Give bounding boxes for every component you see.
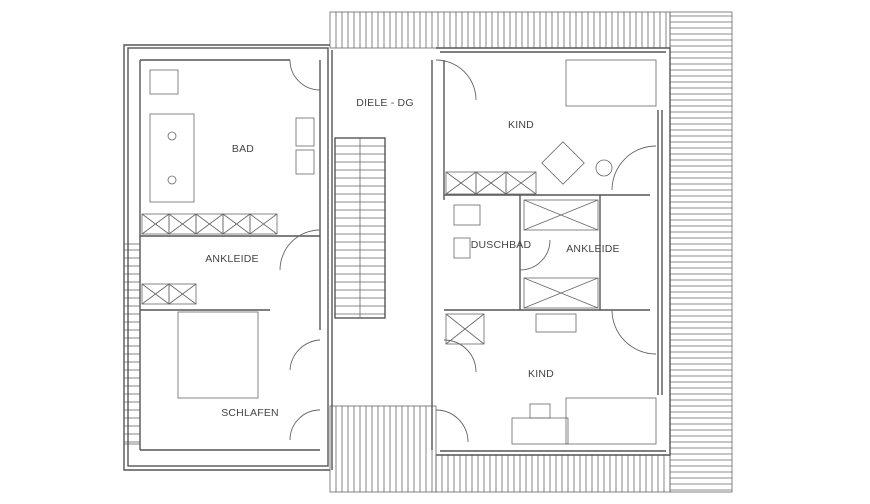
staircase	[334, 137, 386, 319]
outer-walls	[123, 44, 671, 471]
label-bad: BAD	[232, 143, 254, 155]
label-kind-top: KIND	[508, 119, 534, 131]
label-diele: DIELE - DG	[356, 97, 413, 109]
bad-fixtures	[149, 69, 315, 203]
label-ankleide-right: ANKLEIDE	[566, 243, 620, 255]
label-schlafen: SCHLAFEN	[221, 407, 279, 419]
label-ankleide-left: ANKLEIDE	[205, 253, 259, 265]
label-duschbad: DUSCHBAD	[471, 239, 532, 251]
roof-hatching	[123, 11, 733, 493]
wardrobes	[141, 171, 599, 345]
interior-walls	[139, 59, 663, 451]
doors	[279, 59, 657, 443]
beds	[177, 59, 657, 445]
label-kind-bottom: KIND	[528, 368, 554, 380]
